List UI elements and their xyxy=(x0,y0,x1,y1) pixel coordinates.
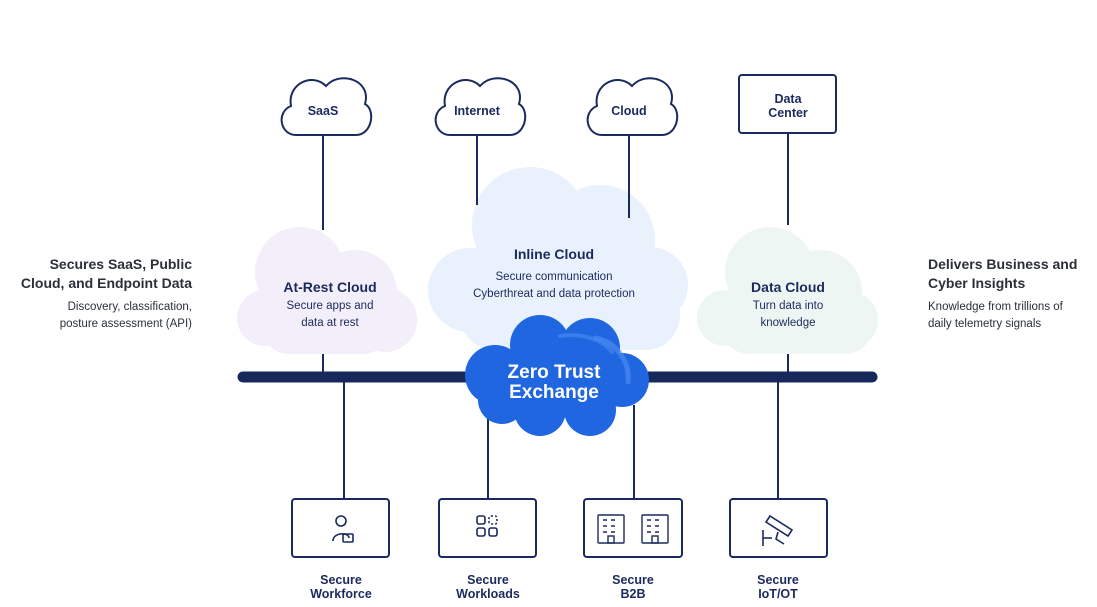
camera-icon xyxy=(762,514,794,546)
left-desc-line-2: posture assessment (API) xyxy=(59,318,192,330)
right-title-line-1: Delivers Business and xyxy=(928,256,1078,272)
workforce-label-1: Secure xyxy=(320,573,362,587)
at-rest-cloud-shape xyxy=(237,227,417,354)
cloud-label: Cloud xyxy=(611,104,646,118)
left-panel-title: Secures SaaS, Public Cloud, and Endpoint… xyxy=(2,255,192,293)
workloads-label-1: Secure xyxy=(467,573,509,587)
iot-label-2: IoT/OT xyxy=(758,587,798,601)
workloads-grid-icon xyxy=(476,515,498,537)
user-laptop-icon xyxy=(332,515,354,543)
hub-title-line-2: Exchange xyxy=(509,382,599,403)
at-rest-cloud-title: At-Rest Cloud xyxy=(283,279,376,295)
left-panel-desc: Discovery, classification, posture asses… xyxy=(2,299,192,333)
data-center-label-2: Center xyxy=(768,106,808,120)
inline-cloud-desc-1: Secure communication xyxy=(496,271,613,283)
internet-node xyxy=(434,77,527,136)
left-panel: Secures SaaS, Public Cloud, and Endpoint… xyxy=(2,255,192,333)
at-rest-cloud-desc-2: data at rest xyxy=(301,317,359,329)
saas-label: SaaS xyxy=(308,104,339,118)
workloads-node xyxy=(438,498,537,558)
workloads-label-2: Workloads xyxy=(456,587,520,601)
inline-cloud-title: Inline Cloud xyxy=(514,246,594,262)
data-cloud-desc-2: knowledge xyxy=(761,317,816,329)
inline-cloud-shape xyxy=(428,167,688,350)
left-desc-line-1: Discovery, classification, xyxy=(67,301,192,313)
right-panel-title: Delivers Business and Cyber Insights xyxy=(928,255,1093,293)
right-panel-desc: Knowledge from trillions of daily teleme… xyxy=(928,299,1093,333)
data-cloud-desc-1: Turn data into xyxy=(753,300,824,312)
right-panel: Delivers Business and Cyber Insights Kno… xyxy=(928,255,1093,333)
right-title-line-2: Cyber Insights xyxy=(928,275,1026,291)
at-rest-cloud-desc-1: Secure apps and xyxy=(287,300,374,312)
b2b-label-1: Secure xyxy=(612,573,654,587)
data-cloud-title: Data Cloud xyxy=(751,279,825,295)
b2b-label-2: B2B xyxy=(620,587,645,601)
zero-trust-exchange-hub: Zero Trust Exchange xyxy=(465,315,649,436)
iot-label-1: Secure xyxy=(757,573,799,587)
inline-cloud-desc-2: Cyberthreat and data protection xyxy=(473,288,635,300)
left-title-line-1: Secures SaaS, Public xyxy=(49,256,192,272)
workforce-node xyxy=(291,498,390,558)
workforce-label-2: Workforce xyxy=(310,587,372,601)
saas-node xyxy=(280,77,373,136)
buildings-icon xyxy=(597,514,669,544)
internet-label: Internet xyxy=(454,104,501,118)
connector-lines xyxy=(322,134,789,498)
data-center-label-1: Data xyxy=(774,92,802,106)
right-desc-line-2: daily telemetry signals xyxy=(928,318,1042,330)
right-desc-line-1: Knowledge from trillions of xyxy=(928,301,1063,313)
cloud-node xyxy=(586,77,679,136)
iot-node xyxy=(729,498,828,558)
data-cloud-shape xyxy=(697,227,878,354)
hub-title-line-1: Zero Trust xyxy=(508,362,602,383)
data-center-node xyxy=(738,74,837,134)
left-title-line-2: Cloud, and Endpoint Data xyxy=(20,275,192,291)
